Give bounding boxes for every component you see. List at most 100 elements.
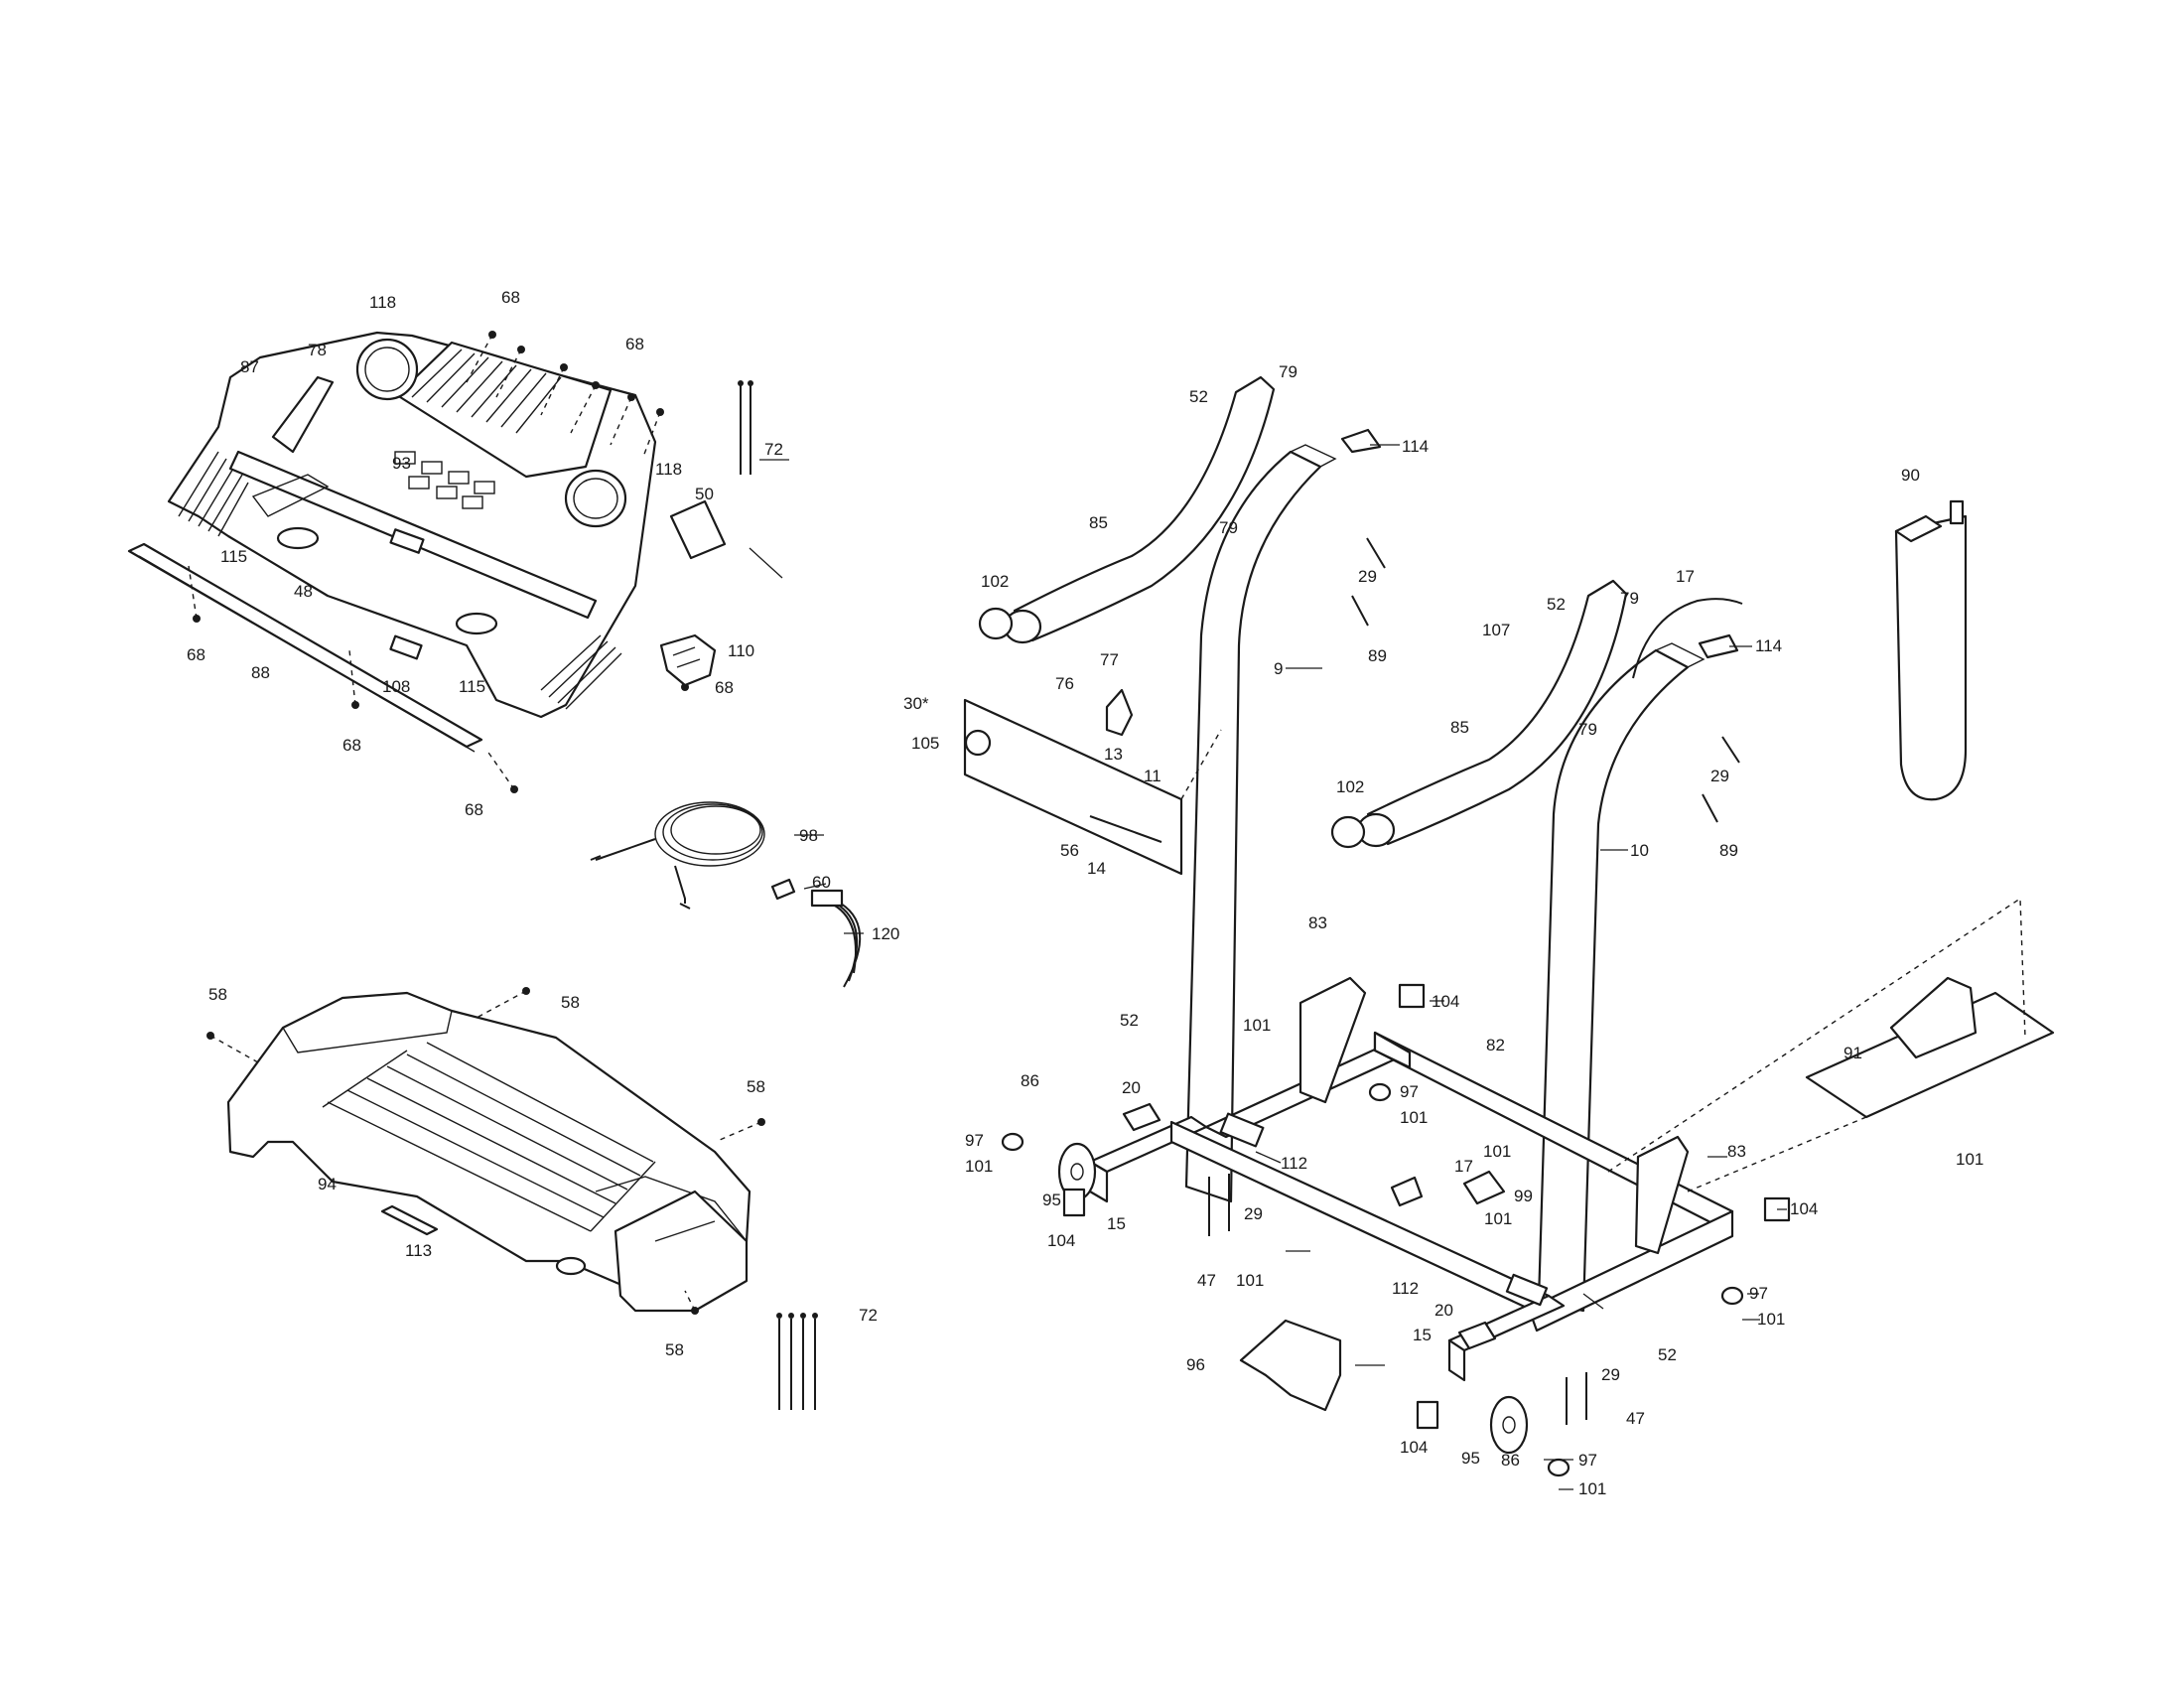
label-99: 99 (1514, 1187, 1533, 1205)
wire-harness-120 (810, 889, 862, 988)
label-101: 101 (1236, 1271, 1264, 1290)
label-108: 108 (382, 677, 410, 696)
label-114: 114 (1402, 437, 1429, 456)
label-68: 68 (715, 678, 734, 697)
label-17: 17 (1454, 1157, 1473, 1176)
label-85: 85 (1089, 513, 1108, 532)
label-89: 89 (1719, 841, 1738, 860)
label-86: 86 (1021, 1071, 1039, 1090)
label-98: 98 (799, 826, 818, 845)
label-72: 72 (859, 1306, 878, 1325)
label-68: 68 (501, 288, 520, 307)
pad-112-left (1219, 1112, 1265, 1148)
plate-30 (963, 698, 1222, 876)
label-85: 85 (1450, 718, 1469, 737)
label-50: 50 (695, 485, 714, 503)
bracket-110 (659, 633, 717, 687)
label-86: 86 (1501, 1451, 1520, 1470)
label-14: 14 (1087, 859, 1106, 878)
label-97: 97 (1578, 1451, 1597, 1470)
label-15: 15 (1413, 1326, 1432, 1344)
label-97: 97 (965, 1131, 984, 1150)
label-68: 68 (625, 335, 644, 353)
label-79: 79 (1620, 589, 1639, 608)
label-90: 90 (1901, 466, 1920, 485)
label-29: 29 (1601, 1365, 1620, 1384)
label-96: 96 (1186, 1355, 1205, 1374)
label-112: 112 (1281, 1154, 1307, 1173)
label-29: 29 (1710, 767, 1729, 785)
label-104: 104 (1400, 1438, 1428, 1457)
console-assembly (167, 331, 657, 719)
sensor-99 (1462, 1170, 1506, 1205)
label-48: 48 (294, 582, 313, 601)
label-101: 101 (1484, 1209, 1512, 1228)
label-58: 58 (208, 985, 227, 1004)
label-68: 68 (342, 736, 361, 755)
label-107: 107 (1482, 621, 1510, 639)
grip-114-right (1698, 633, 1739, 659)
label-101: 101 (1400, 1108, 1428, 1127)
label-113: 113 (405, 1241, 432, 1260)
label-30-star: 30* (903, 694, 929, 713)
label-104: 104 (1047, 1231, 1075, 1250)
tie-straps-72-bottom (776, 1313, 818, 1410)
label-114: 114 (1755, 636, 1782, 655)
bolts-89 (1351, 537, 1740, 823)
label-20: 20 (1434, 1301, 1453, 1320)
label-79: 79 (1219, 518, 1238, 537)
bolts-47-right (1566, 1372, 1587, 1425)
label-9: 9 (1274, 659, 1283, 678)
belt-90 (1894, 499, 1968, 801)
label-29: 29 (1244, 1204, 1263, 1223)
end-caps-104 (1062, 983, 1791, 1430)
label-68: 68 (187, 645, 205, 664)
label-95: 95 (1042, 1191, 1061, 1209)
wheels-95 (1057, 1142, 1529, 1455)
hood-screws-58 (206, 987, 765, 1315)
label-83: 83 (1727, 1142, 1746, 1161)
clip-17-lower (1390, 1176, 1424, 1207)
decal-50 (669, 499, 727, 560)
label-94: 94 (318, 1175, 337, 1193)
label-47: 47 (1197, 1271, 1216, 1290)
tie-straps-72-top (738, 380, 753, 475)
label-102: 102 (1336, 777, 1364, 796)
label-77: 77 (1100, 650, 1119, 669)
bracket-77 (1105, 688, 1134, 737)
fitting-60 (770, 878, 796, 901)
bolts-47-left (1208, 1174, 1230, 1236)
label-10: 10 (1630, 841, 1649, 860)
label-115: 115 (220, 547, 247, 566)
label-118: 118 (369, 293, 396, 312)
label-93: 93 (392, 454, 411, 473)
label-78: 78 (308, 341, 327, 359)
label-105: 105 (911, 734, 939, 753)
label-20: 20 (1122, 1078, 1141, 1097)
label-13: 13 (1104, 745, 1123, 764)
label-120: 120 (872, 924, 899, 943)
label-101: 101 (1578, 1479, 1606, 1498)
cable-98 (590, 801, 765, 910)
label-60: 60 (812, 873, 831, 892)
decal-20-right (1457, 1321, 1497, 1350)
label-101: 101 (1757, 1310, 1785, 1329)
label-76: 76 (1055, 674, 1074, 693)
label-95: 95 (1461, 1449, 1480, 1468)
label-101: 101 (1243, 1016, 1271, 1035)
pad-112-right (1505, 1273, 1549, 1307)
label-88: 88 (251, 663, 270, 682)
label-110: 110 (728, 641, 754, 660)
label-101: 101 (965, 1157, 993, 1176)
label-83: 83 (1308, 913, 1327, 932)
label-11: 11 (1144, 767, 1161, 785)
bracket-96 (1239, 1319, 1342, 1412)
strip-113 (380, 1204, 439, 1236)
motor-hood-94 (226, 991, 751, 1313)
upright-10 (1537, 642, 1706, 1313)
leader-lines (749, 444, 1787, 1490)
label-58: 58 (747, 1077, 765, 1096)
label-52: 52 (1547, 595, 1566, 614)
